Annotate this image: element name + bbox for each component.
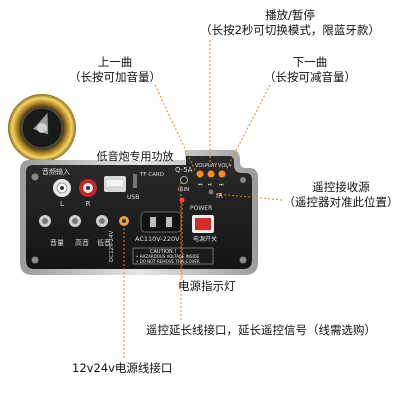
irin-label: IRIN (178, 187, 189, 193)
next-callout (225, 84, 271, 171)
ir-label: IR (216, 192, 223, 200)
speaker-icon (8, 94, 76, 162)
treble-knob[interactable] (69, 215, 81, 227)
tf-card-label: TF CARD (139, 172, 164, 178)
power-switch-label: 电源开关 (193, 235, 217, 243)
remote-receiver-title: 遥控接收源 (312, 180, 370, 194)
panel-title: 低音炮专用功放 (97, 149, 174, 163)
rca-jack-right[interactable] (79, 179, 97, 197)
caution-line-1: • HAZARDOUS VOLTAGE INSIDE (136, 254, 200, 259)
knob-bass-label: 低音 (97, 238, 111, 247)
next-title: 下一曲 (292, 55, 328, 69)
prev-icon: ⏮ (198, 182, 203, 188)
play-pause-detail: （长按2秒可切换模式，限蓝牙款） (200, 23, 380, 37)
remote-ext-annotation: 遥控延长线接口，延长遥控信号（线需选购） (146, 323, 376, 337)
caution-title: CAUTION ! (150, 249, 176, 255)
dc-label: DC12V-24V (109, 231, 115, 262)
vol-minus-label: VOL- (195, 163, 207, 169)
model-label: Q-5A (175, 166, 193, 174)
power-switch[interactable] (192, 215, 214, 233)
prev-button[interactable] (196, 170, 204, 178)
next-button[interactable] (218, 170, 226, 178)
caution-line-2: • DO NOT REMOVE THIS COVER (136, 259, 200, 264)
prev-detail: （长按可加音量） (69, 70, 161, 84)
jack-l-label: L (60, 200, 64, 208)
jack-r-label: R (86, 200, 91, 208)
remote-receiver-callout (215, 193, 283, 201)
prev-title: 上一曲 (97, 55, 133, 69)
knob-treble-label: 高音 (75, 238, 89, 247)
usb-port[interactable] (104, 176, 126, 192)
remote-receiver-detail: （遥控器对准此位置） (283, 195, 399, 209)
ac-label: AC110V-220V (135, 235, 180, 243)
callout-lines (123, 40, 283, 358)
ir-receiver (208, 189, 214, 195)
prev-annotation: 上一曲 （长按可加音量） (50, 55, 180, 85)
knob-volume-label: 音量 (50, 238, 64, 247)
power-indicator-annotation: 电源指示灯 (178, 279, 236, 293)
rca-jack-left[interactable] (53, 179, 71, 197)
power-label: POWER (190, 205, 212, 212)
tf-card-slot[interactable] (133, 174, 137, 188)
next-annotation: 下一曲 （长按可减音量） (245, 55, 375, 85)
play-label: PLAY (205, 163, 218, 169)
remote-receiver-annotation: 遥控接收源 （遥控器对准此位置） (282, 180, 400, 210)
next-detail: （长按可减音量） (264, 70, 356, 84)
ac-power-socket[interactable] (140, 211, 182, 233)
next-icon: ⏭ (219, 182, 224, 188)
power-led (179, 197, 185, 203)
input-label: 音频输入 (42, 167, 70, 176)
vol-plus-label: VOL+ (218, 163, 232, 169)
power-input-annotation: 12v24v电源线接口 (72, 361, 173, 375)
play-pause-annotation: 播放/暂停 （长按2秒可切换模式，限蓝牙款） (180, 8, 400, 38)
volume-knob[interactable] (39, 215, 51, 227)
bass-knob[interactable] (96, 215, 108, 227)
play-pause-title: 播放/暂停 (265, 8, 315, 22)
play-pause-icon: ⏯ (208, 182, 212, 188)
play-pause-button[interactable] (207, 170, 215, 178)
caution-label (132, 247, 214, 265)
irin-jack[interactable] (180, 176, 188, 184)
usb-label: USB (127, 194, 139, 201)
dc-power-jack[interactable] (119, 216, 129, 226)
